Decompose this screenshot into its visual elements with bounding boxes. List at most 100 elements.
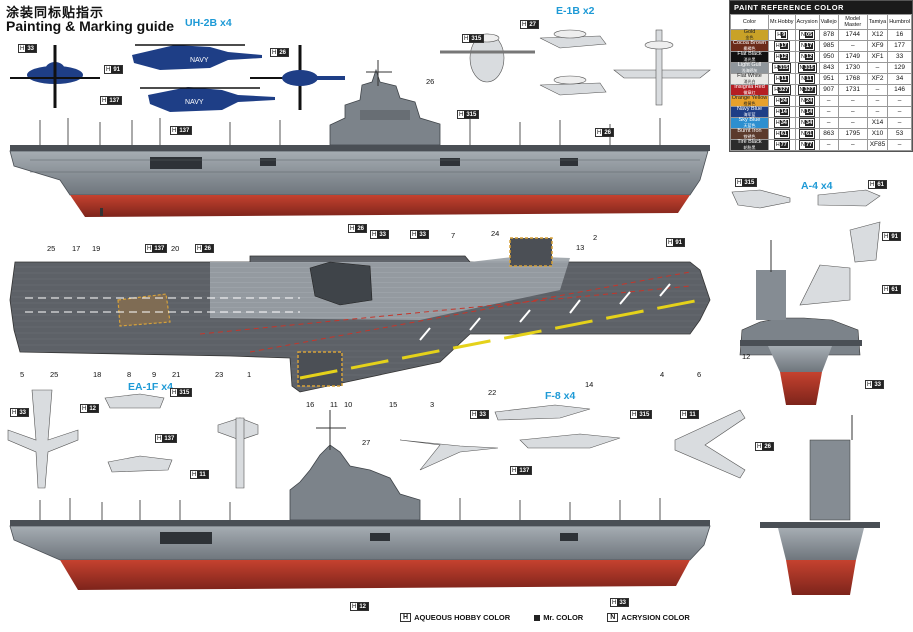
paint-mrhobby: H77 [768, 139, 796, 151]
paint-modelmaster: 1744 [837, 29, 868, 41]
paint-table-title: PAINT REFERENCE COLOR [730, 1, 912, 14]
paint-tamiya: X12 [866, 29, 889, 41]
callout-top-5: 24 [491, 229, 500, 238]
paint-mrhobby: H11 [768, 73, 796, 85]
callout-side: 27 [362, 438, 371, 447]
paint-modelmaster: 1749 [837, 51, 868, 63]
callout-bottom-4: 8 [127, 370, 132, 379]
paint-acrysion: N12 [794, 51, 820, 63]
legend-square-icon [534, 614, 541, 621]
paint-tamiya: – [866, 106, 889, 118]
paint-humbrol: – [887, 117, 912, 129]
callout-top-2: 17 [72, 244, 81, 253]
callout-bottom-13: 3 [430, 400, 435, 409]
paint-humbrol: – [887, 106, 912, 118]
e1b-aircraft [440, 29, 711, 106]
col-humbrol: Humbrol [887, 14, 912, 30]
callout-bottom-16: 4 [660, 370, 665, 379]
paint-reference-table: PAINT REFERENCE COLOR Color Mr.Hobby Acr… [729, 0, 913, 152]
paint-tamiya: X14 [866, 117, 889, 129]
paint-mrhobby: H61 [768, 128, 796, 140]
flight-deck-top-view [9, 237, 711, 393]
paint-humbrol: 146 [887, 84, 912, 96]
legend-aqueous-label: AQUEOUS HOBBY COLOR [414, 613, 511, 622]
callout-uh2b: 26 [426, 77, 435, 86]
svg-text:NAVY: NAVY [190, 57, 209, 64]
callout-top-6: 7 [451, 231, 456, 240]
callout-bottom-5: 9 [152, 370, 157, 379]
paint-humbrol: 33 [887, 51, 912, 63]
paint-modelmaster: 1731 [837, 84, 868, 96]
callout-top-7: 13 [576, 243, 585, 252]
color-legend: H AQUEOUS HOBBY COLOR Mr. COLOR N ACRYSI… [400, 613, 690, 622]
paint-vallejo: 843 [818, 62, 839, 74]
callout-top-3: 19 [92, 244, 101, 253]
legend-h-box: H [400, 613, 412, 622]
callout-bottom-9: 16 [306, 400, 315, 409]
col-color: Color [730, 14, 769, 30]
paint-vallejo: – [818, 139, 839, 151]
paint-mrhobby: H24 [768, 95, 796, 107]
uh2b-group-label: UH-2B x4 [185, 17, 232, 29]
paint-modelmaster: – [837, 106, 868, 118]
ea1f-group-label: EA-1F x4 [128, 381, 173, 393]
paint-acrysion: N77 [794, 139, 820, 151]
page-title: Painting & Marking guide [6, 18, 175, 34]
paint-acrysion: N05 [794, 29, 820, 41]
uh2b-helicopters: NAVY NAVY [10, 44, 345, 112]
paint-tamiya: – [866, 62, 889, 74]
paint-acrysion: N11 [794, 73, 820, 85]
f8-aircraft [399, 404, 746, 479]
legend-mrcolor: Mr. COLOR [534, 613, 583, 622]
stern-view [760, 415, 880, 595]
paint-acrysion: N327 [794, 84, 820, 96]
col-vallejo: Vallejo [818, 14, 839, 30]
paint-acrysion: N14 [794, 106, 820, 118]
legend-aqueous: H AQUEOUS HOBBY COLOR [400, 613, 510, 622]
paint-humbrol: 16 [887, 29, 912, 41]
paint-humbrol: 53 [887, 128, 912, 140]
paint-humbrol: – [887, 139, 912, 151]
paint-vallejo: 951 [818, 73, 839, 85]
paint-mrhobby: H14 [768, 106, 796, 118]
paint-vallejo: 950 [818, 51, 839, 63]
paint-tamiya: XF1 [866, 51, 889, 63]
paint-modelmaster: 1730 [837, 62, 868, 74]
paint-acrysion: N34 [794, 117, 820, 129]
callout-bottom-8: 1 [247, 370, 252, 379]
legend-mrcolor-label: Mr. COLOR [543, 613, 584, 622]
paint-tamiya: – [866, 84, 889, 96]
f8-group-label: F-8 x4 [545, 390, 576, 402]
